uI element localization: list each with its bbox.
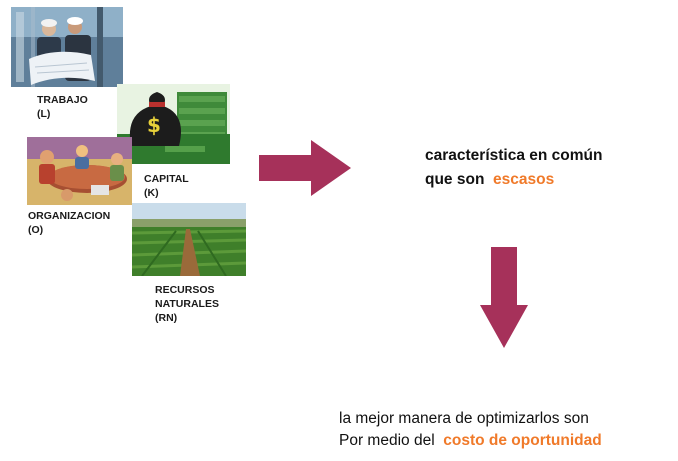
organizacion-name: ORGANIZACION [28, 210, 111, 222]
common-feature-text: característica en común que son escasos [425, 144, 602, 192]
optimization-text: la mejor manera de optimizarlos son Por … [339, 408, 602, 452]
capital-abbr: (K) [144, 187, 159, 199]
trabajo-abbr: (L) [37, 108, 51, 120]
organizacion-label: ORGANIZACION (O) [28, 209, 110, 237]
optimization-line1: la mejor manera de optimizarlos son [339, 410, 589, 427]
capital-image: $ [117, 84, 230, 164]
scarce-highlight: escasos [493, 171, 555, 188]
organizacion-abbr: (O) [28, 224, 44, 236]
capital-label: CAPITAL (K) [144, 172, 189, 200]
opportunity-cost-highlight: costo de oportunidad [443, 432, 602, 449]
recursos-naturales-image [132, 203, 246, 276]
recursos-abbr: (RN) [155, 312, 178, 324]
common-feature-line1: característica en común [425, 147, 603, 164]
capital-name: CAPITAL [144, 173, 189, 185]
optimization-prefix: Por medio del [339, 432, 435, 449]
recursos-name-line1: RECURSOS [155, 284, 215, 296]
trabajo-image [11, 7, 123, 87]
trabajo-label: TRABAJO (L) [37, 93, 88, 121]
right-arrow-icon [259, 140, 351, 196]
trabajo-name: TRABAJO [37, 94, 88, 106]
organizacion-image [27, 137, 132, 205]
optimization-line2: Por medio del costo de oportunidad [339, 430, 602, 452]
down-arrow-icon [480, 247, 528, 348]
recursos-name-line2: NATURALES [155, 298, 219, 310]
svg-text:$: $ [147, 113, 161, 137]
common-feature-line2: que son escasos [425, 168, 602, 192]
common-feature-prefix: que son [425, 171, 485, 188]
recursos-naturales-label: RECURSOS NATURALES (RN) [155, 283, 219, 325]
